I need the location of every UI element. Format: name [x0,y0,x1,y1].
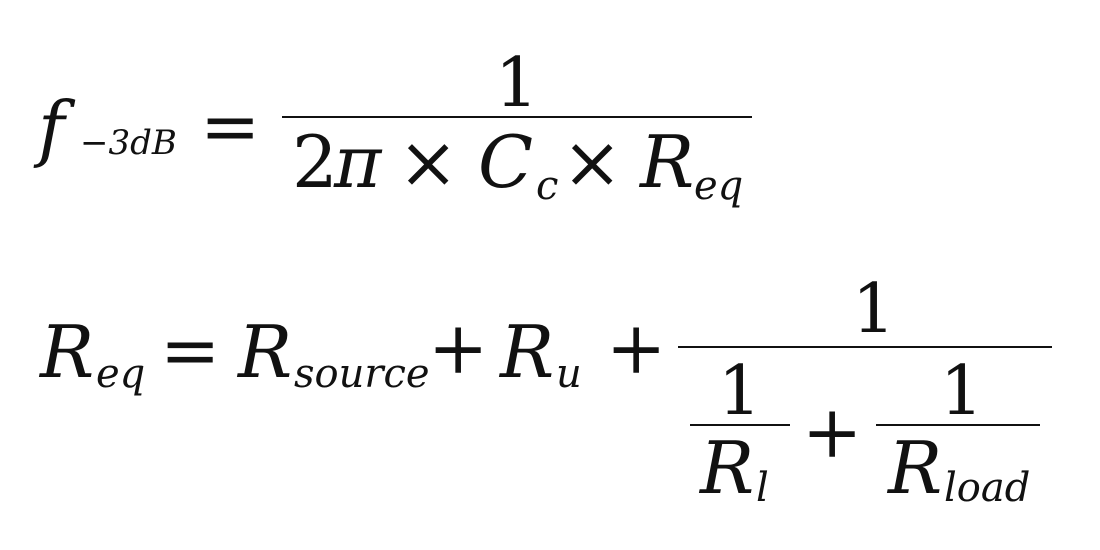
eq2-inner-plus: + [802,390,863,474]
eq1-times-1: × [398,120,459,204]
eq2-left-fraction-bar [690,424,790,426]
req-subscript: eq [96,351,146,397]
r-source-subscript: source [294,351,430,397]
eq1-c: C [478,120,534,204]
eq1-two: 2 [292,120,338,204]
r-source-symbol: R [238,310,293,394]
eq2-left-denominator-subscript: l [756,465,769,511]
eq1-times-2: × [562,120,623,204]
eq2-outer-numerator: 1 [852,270,896,349]
r-u-subscript: u [556,351,582,397]
eq2-right-denominator-subscript: load [944,465,1031,511]
eq1-r: R [640,120,695,204]
eq1-pi: π [334,120,382,204]
eq2-right-numerator: 1 [940,352,984,431]
eq2-left-numerator: 1 [718,352,762,431]
eq1-r-subscript: eq [694,163,744,209]
plus-sign-1: + [428,306,489,390]
eq2-outer-fraction-bar [678,346,1052,348]
plus-sign-2: + [606,306,667,390]
eq1-fraction-bar [282,116,752,118]
req-symbol: R [40,310,95,394]
f-symbol: f [38,86,65,170]
eq2-left-denominator-r: R [700,426,755,510]
eq2-right-denominator-r: R [888,426,943,510]
eq2-right-fraction-bar [876,424,1040,426]
f-subscript: −3dB [80,123,177,163]
r-u-symbol: R [500,310,555,394]
eq1-c-subscript: c [536,163,559,209]
equals-sign-2: = [160,308,221,392]
eq1-numerator: 1 [495,44,539,123]
equals-sign-1: = [200,84,261,168]
